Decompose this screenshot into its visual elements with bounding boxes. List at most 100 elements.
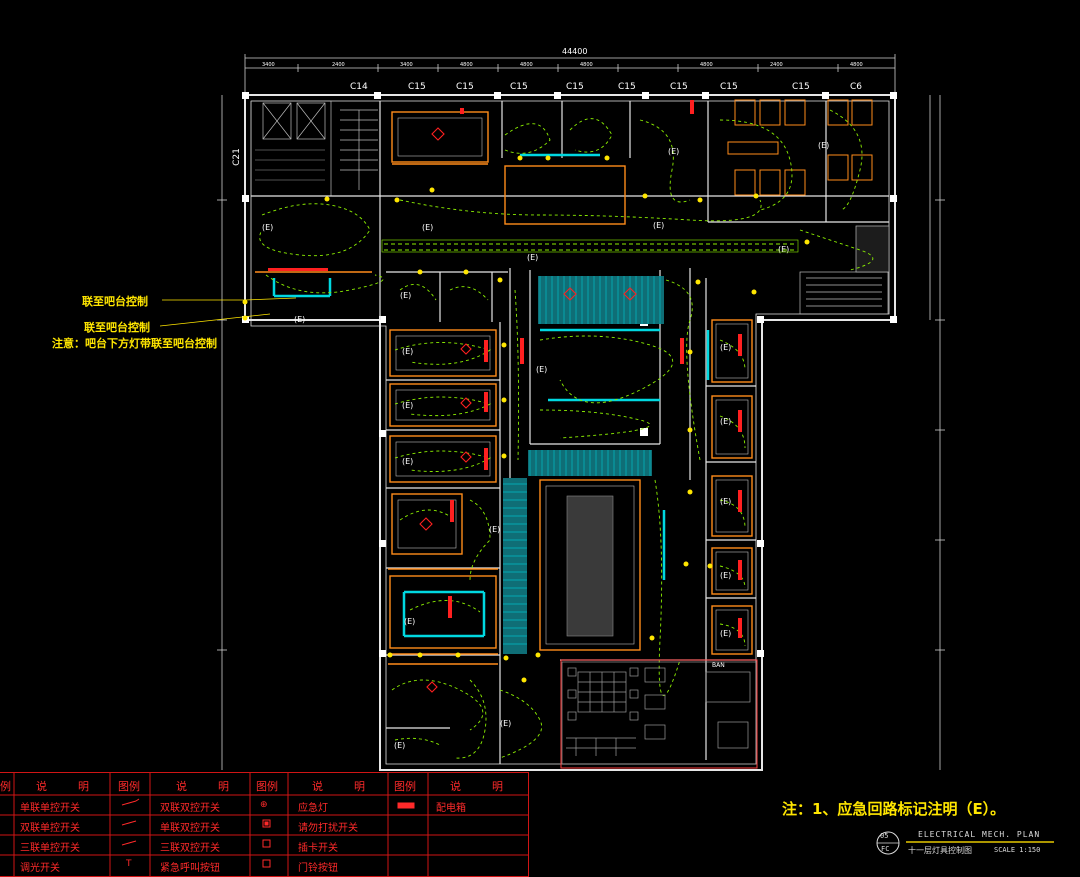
sheet-number: 05 (880, 832, 889, 840)
legend-col-header-symbol-4: 图例 (394, 780, 416, 793)
call-button-symbol: T (126, 859, 132, 869)
guest-room-frames (389, 111, 753, 655)
top-dim-9: 4800 (850, 62, 863, 68)
window-tag-c15-7: C15 (720, 82, 738, 92)
legend-row3-col3: 插卡开关 (298, 843, 338, 854)
legend-row4-col3: 门铃按钮 (298, 863, 338, 874)
discipline-code: FC (881, 845, 890, 853)
legend-row4-col2: 紧急呼叫按钮 (160, 863, 220, 874)
legend-col-header-desc-1: 说 明 (36, 780, 99, 793)
svg-text:(E): (E) (818, 141, 829, 150)
svg-text:(E): (E) (720, 417, 731, 426)
legend-row3-col1: 三联单控开关 (20, 843, 80, 854)
svg-text:(E): (E) (402, 401, 413, 410)
title-block-frame (876, 831, 1054, 855)
red-diamond-fixtures (419, 127, 637, 693)
window-tag-c15-3: C15 (510, 82, 528, 92)
legend-col-header-symbol-3: 图例 (256, 780, 278, 793)
top-dim-4: 4800 (460, 62, 473, 68)
legend-row1-col3: 应急灯 (298, 803, 328, 814)
legend-col-header-symbol-2: 图例 (118, 780, 140, 793)
callout-bar-control-1: 联至吧台控制 (82, 295, 148, 308)
svg-text:(E): (E) (402, 457, 413, 466)
svg-text:(E): (E) (294, 315, 305, 324)
title-block: 05 FC ELECTRICAL MECH. PLAN 十一层灯具控制图 SCA… (876, 828, 1056, 860)
corridor-light-line (384, 243, 796, 251)
red-fixtures (268, 100, 742, 638)
room-tag: BAN (712, 662, 725, 669)
top-dim-3: 3400 (400, 62, 413, 68)
legend-col-header-desc-2: 说 明 (176, 780, 239, 793)
window-tag-c6: C6 (850, 82, 863, 92)
meeting-room-furniture (561, 661, 757, 765)
legend-row4-col1: 调光开关 (20, 863, 60, 874)
drawing-title-english: ELECTRICAL MECH. PLAN (918, 830, 1041, 839)
window-tag-c21: C21 (231, 148, 242, 166)
top-dim-5: 4800 (520, 62, 533, 68)
svg-text:(E): (E) (262, 223, 273, 232)
svg-text:(E): (E) (720, 343, 731, 352)
side-dimension-lines (217, 95, 945, 770)
annotation-leaders (159, 297, 297, 327)
legend-row2-col3: 请勿打扰开关 (298, 823, 358, 834)
svg-text:(E): (E) (489, 525, 500, 534)
window-tag-c15-6: C15 (670, 82, 688, 92)
svg-text:(E): (E) (500, 719, 511, 728)
emergency-circuit-runs (259, 109, 874, 759)
svg-text:(E): (E) (536, 365, 547, 374)
legend-col-header-symbol: 例 (0, 780, 11, 793)
svg-text:(E): (E) (720, 571, 731, 580)
svg-text:(E): (E) (404, 617, 415, 626)
svg-text:(E): (E) (402, 347, 413, 356)
legend-table: 例 说 明 图例 说 明 图例 说 明 图例 说 明 单联单控开关 双联双控开关… (0, 772, 529, 877)
overall-dimension: 44400 (562, 47, 588, 56)
svg-text:(E): (E) (422, 223, 433, 232)
svg-text:(E): (E) (653, 221, 664, 230)
window-tag-c14: C14 (350, 82, 368, 92)
window-tag-c15-5: C15 (618, 82, 636, 92)
washroom-cubicles (727, 99, 873, 196)
emergency-markers: (E)(E)(E) (E)(E)(E) (E)(E)(E) (E)(E)(E) … (262, 141, 829, 750)
svg-text:(E): (E) (778, 245, 789, 254)
top-dim-8: 2400 (770, 62, 783, 68)
legend-row1-col4: 配电箱 (436, 803, 466, 814)
svg-text:(E): (E) (394, 741, 405, 750)
window-tag-c15-8: C15 (792, 82, 810, 92)
stone-panel (566, 495, 614, 637)
stair-right (799, 225, 890, 315)
legend-grid (0, 773, 528, 876)
drawing-scale: SCALE 1:150 (994, 846, 1041, 854)
svg-text:(E): (E) (527, 253, 538, 262)
corridor-glow (381, 239, 799, 253)
legend-row1-col1: 单联单控开关 (20, 803, 80, 814)
top-dim-7: 4800 (700, 62, 713, 68)
legend-col-header-desc-3: 说 明 (312, 780, 375, 793)
legend-row2-col2: 单联双控开关 (160, 823, 220, 834)
window-tag-c15-4: C15 (566, 82, 584, 92)
top-dim-2: 2400 (332, 62, 345, 68)
top-dimension-lines (244, 54, 896, 95)
svg-text:(E): (E) (668, 147, 679, 156)
interior-walls (251, 101, 889, 764)
switch-points (242, 155, 810, 683)
emergency-circuit-footnote: 注：1、应急回路标记注明（E）。 (782, 800, 1006, 818)
stair-core (250, 100, 378, 197)
emergency-light-symbol: ⊕ (260, 800, 268, 810)
svg-text:(E): (E) (400, 291, 411, 300)
legend-row2-col1: 双联单控开关 (20, 823, 80, 834)
teal-hatch-zones (503, 276, 664, 654)
top-dim-1: 3400 (262, 62, 275, 68)
cyan-light-strips (272, 153, 710, 638)
room-inner-frames (395, 117, 749, 651)
svg-text:(E): (E) (720, 497, 731, 506)
window-tag-c15-2: C15 (456, 82, 474, 92)
svg-text:(E): (E) (720, 629, 731, 638)
drawing-title-chinese: 十一层灯具控制图 (908, 846, 972, 855)
legend-row3-col2: 三联双控开关 (160, 843, 220, 854)
top-dim-6: 4800 (580, 62, 593, 68)
meeting-room-border (560, 659, 758, 769)
legend-col-header-desc-4: 说 明 (450, 780, 513, 793)
orange-wall-details (255, 163, 498, 665)
callout-bar-control-2: 联至吧台控制 (84, 321, 150, 334)
